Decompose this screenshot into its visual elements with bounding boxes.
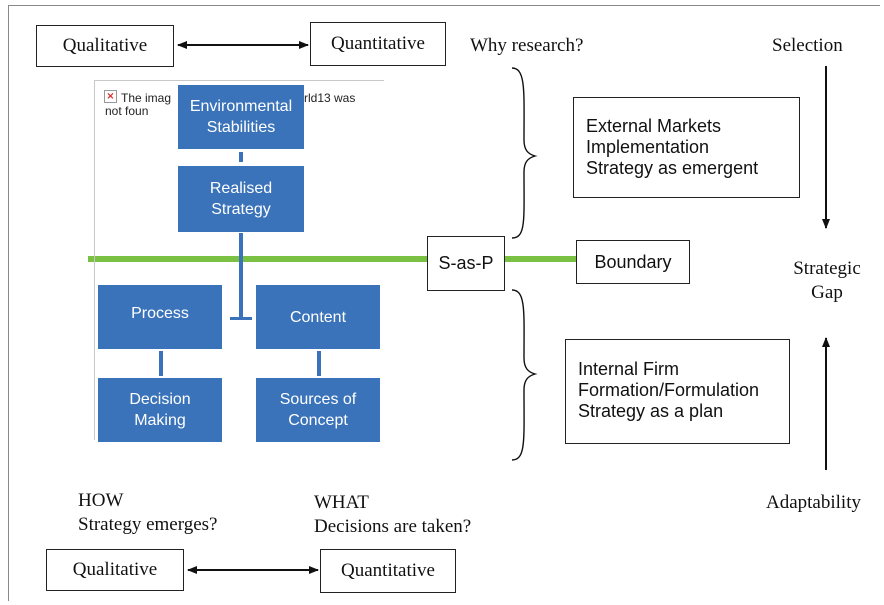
- sasp-box: S-as-P: [427, 236, 505, 291]
- quantitative-box-bottom: Quantitative: [320, 549, 456, 593]
- environmental-line-2: Stabilities: [206, 119, 276, 136]
- broken-image-icon: ×: [104, 90, 117, 103]
- sources-line-2: Concept: [288, 412, 348, 429]
- quantitative-box-top: Quantitative: [310, 22, 446, 66]
- what-line-2: Decisions are taken?: [314, 516, 472, 537]
- boundary-box: Boundary: [576, 240, 690, 284]
- decision-making-block: Decision Making: [98, 378, 222, 442]
- qualitative-label-top: Qualitative: [62, 35, 148, 56]
- external-line-1: External Markets: [586, 116, 722, 136]
- broken-image-text-2: not foun: [105, 104, 149, 118]
- how-line-2: Strategy emerges?: [78, 514, 218, 535]
- content-block: Content: [256, 285, 380, 349]
- connector-env-realised: [239, 152, 243, 162]
- connector-content-sources: [317, 351, 321, 376]
- environmental-line-1: Environmental: [189, 98, 293, 115]
- qualitative-box-bottom: Qualitative: [46, 549, 184, 591]
- internal-line-3: Strategy as a plan: [578, 401, 724, 421]
- realised-strategy-block: Realised Strategy: [178, 166, 304, 232]
- realised-line-2: Strategy: [211, 201, 271, 218]
- broken-image-text-3: rld13 was: [304, 91, 356, 105]
- selection-label: Selection: [772, 35, 843, 56]
- environmental-stabilities-block: Environmental Stabilities: [178, 85, 304, 149]
- strategic-gap-line-2: Gap: [811, 282, 843, 303]
- sources-line-1: Sources of: [279, 391, 357, 408]
- decision-line-2: Making: [134, 412, 186, 429]
- adaptability-label: Adaptability: [766, 492, 861, 513]
- brace-lower: [511, 289, 538, 461]
- strategic-gap-label: Strategic Gap: [784, 257, 870, 305]
- connector-tbar: [230, 317, 252, 320]
- boundary-label: Boundary: [594, 251, 672, 272]
- why-research-label: Why research?: [470, 35, 584, 56]
- quantitative-label-bottom: Quantitative: [341, 560, 435, 581]
- external-line-3: Strategy as emergent: [586, 158, 759, 178]
- what-line-1: WHAT: [314, 492, 369, 513]
- quantitative-label-top: Quantitative: [331, 33, 425, 54]
- process-label: Process: [131, 305, 189, 322]
- internal-firm-box: Internal Firm Formation/Formulation Stra…: [565, 339, 790, 444]
- content-label: Content: [289, 308, 347, 326]
- connector-realised-down: [239, 233, 243, 319]
- qualitative-label-bottom: Qualitative: [72, 559, 158, 580]
- what-label: WHAT Decisions are taken?: [314, 491, 471, 539]
- sasp-label: S-as-P: [438, 253, 494, 273]
- qualitative-box-top: Qualitative: [36, 25, 174, 67]
- how-label: HOW Strategy emerges?: [78, 489, 217, 537]
- broken-image-text-1: The imag: [121, 91, 172, 105]
- brace-upper: [511, 67, 538, 239]
- process-block: Process: [98, 285, 222, 349]
- decision-line-1: Decision: [129, 391, 191, 408]
- strategic-gap-line-1: Strategic: [793, 258, 861, 279]
- realised-line-1: Realised: [209, 180, 273, 197]
- internal-line-1: Internal Firm: [578, 359, 680, 379]
- sources-of-concept-block: Sources of Concept: [256, 378, 380, 442]
- how-line-1: HOW: [78, 490, 124, 511]
- external-markets-box: External Markets Implementation Strategy…: [573, 97, 800, 198]
- internal-line-2: Formation/Formulation: [578, 380, 760, 400]
- diagram-frame: [8, 5, 880, 601]
- connector-process-decision: [159, 351, 163, 376]
- external-line-2: Implementation: [586, 137, 710, 157]
- broken-image-frame: [94, 80, 384, 440]
